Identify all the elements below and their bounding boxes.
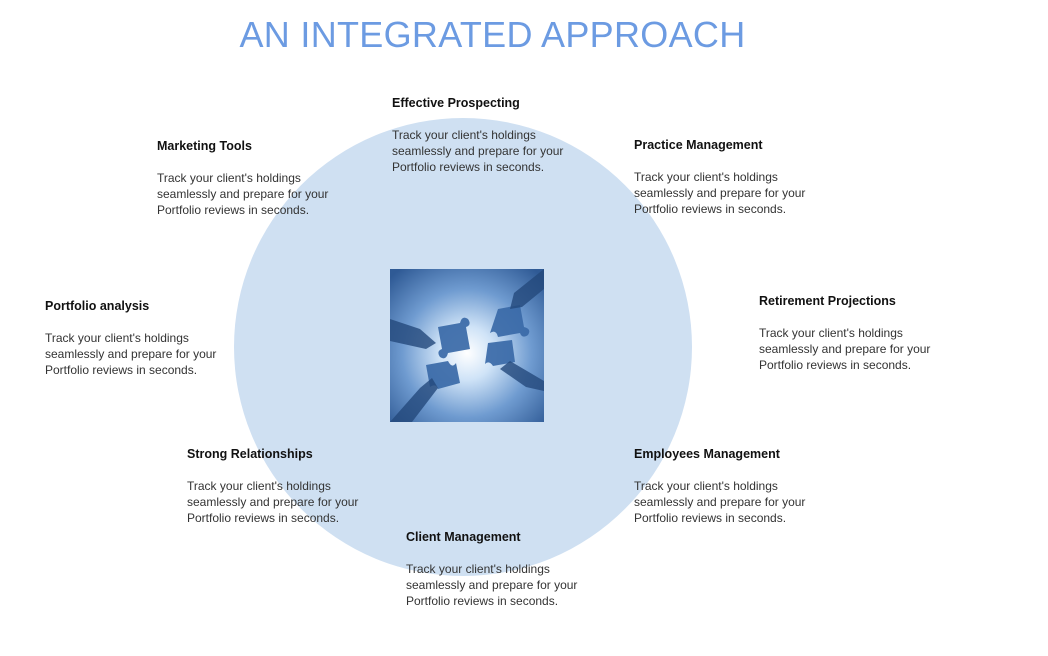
feature-text: Track your client's holdings seamlessly … [187,479,359,525]
feature-title: Retirement Projections [759,294,896,308]
feature-title: Strong Relationships [187,447,313,461]
feature-marketing-tools: Marketing Tools Track your client's hold… [157,138,357,218]
page-title: AN INTEGRATED APPROACH [239,14,746,55]
puzzle-hands-image [390,269,544,422]
feature-strong-relationships: Strong Relationships Track your client's… [187,446,387,526]
feature-portfolio-analysis: Portfolio analysis Track your client's h… [45,298,245,378]
feature-text: Track your client's holdings seamlessly … [392,128,564,174]
feature-text: Track your client's holdings seamlessly … [759,326,931,372]
feature-employees-management: Employees Management Track your client's… [634,446,834,526]
feature-title: Portfolio analysis [45,299,150,313]
feature-text: Track your client's holdings seamlessly … [406,562,578,608]
feature-title: Practice Management [634,138,763,152]
feature-practice-management: Practice Management Track your client's … [634,137,834,217]
feature-text: Track your client's holdings seamlessly … [157,171,329,217]
feature-text: Track your client's holdings seamlessly … [634,479,806,525]
feature-effective-prospecting: Effective Prospecting Track your client'… [392,95,592,175]
feature-title: Client Management [406,530,521,544]
feature-title: Marketing Tools [157,139,252,153]
feature-retirement-projections: Retirement Projections Track your client… [759,293,959,373]
feature-client-management: Client Management Track your client's ho… [406,529,606,609]
feature-text: Track your client's holdings seamlessly … [634,170,806,216]
feature-title: Employees Management [634,447,780,461]
feature-text: Track your client's holdings seamlessly … [45,331,217,377]
feature-title: Effective Prospecting [392,96,520,110]
